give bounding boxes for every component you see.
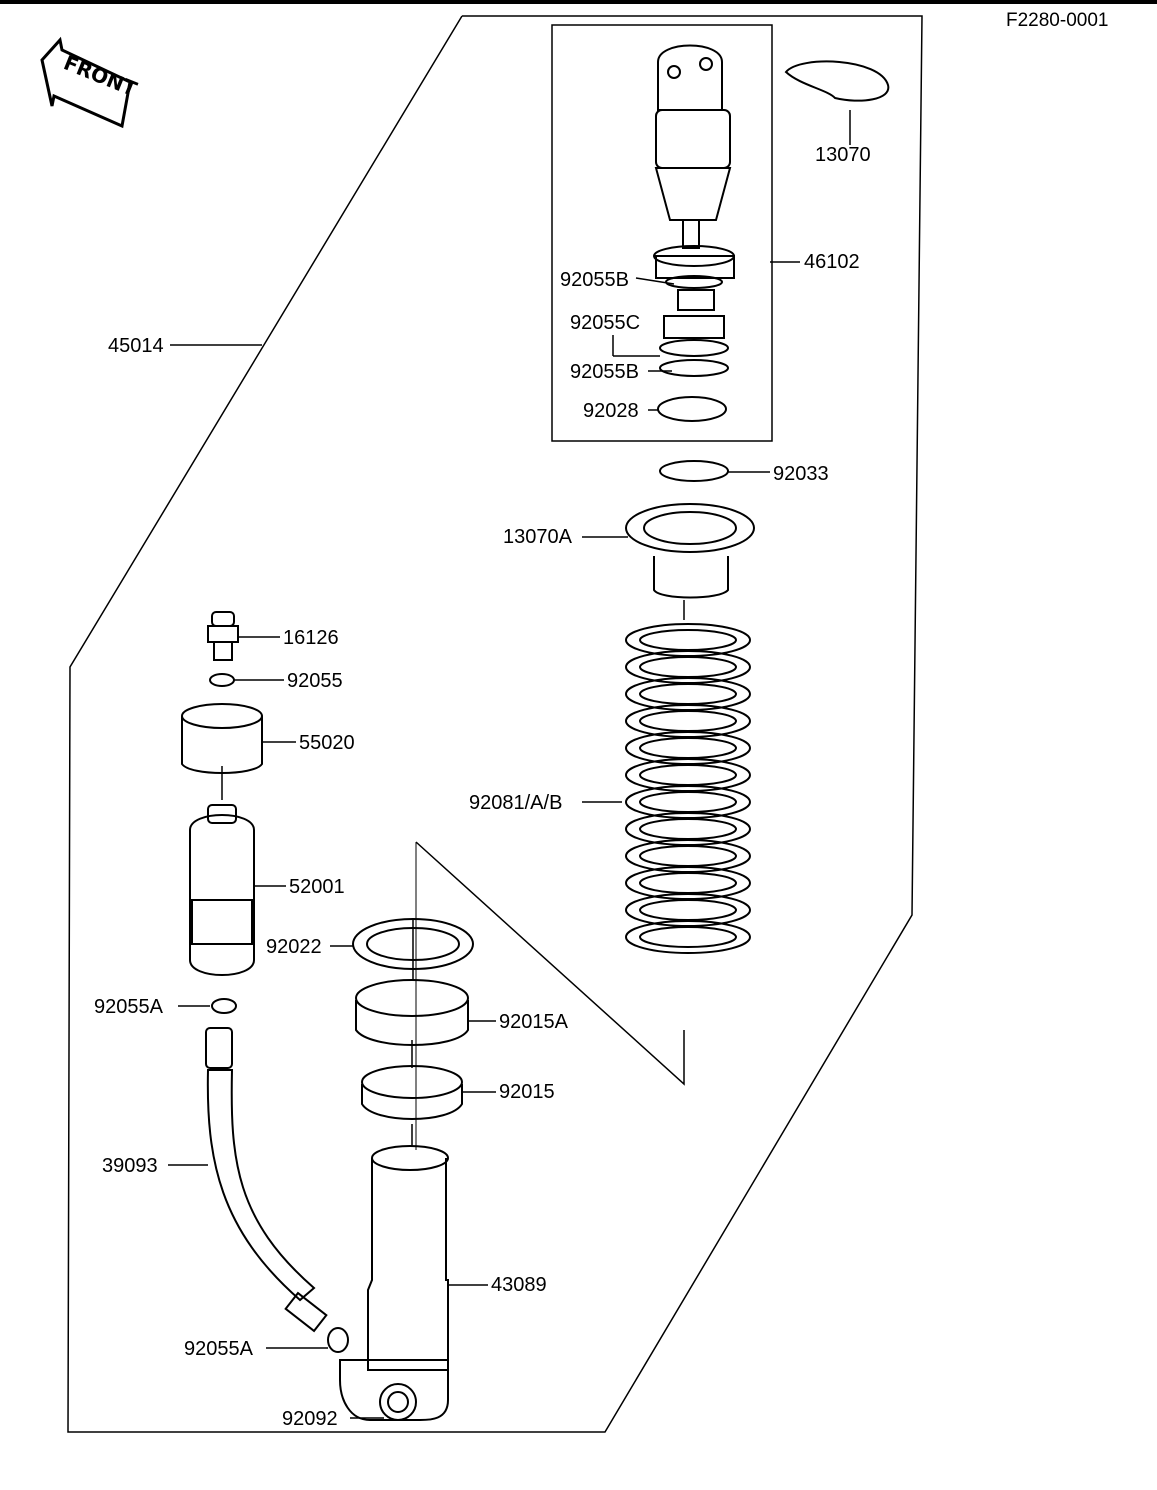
part-label-43089: 43089 [491, 1274, 547, 1296]
spring-coil-inner [639, 710, 737, 732]
shock-body [339, 1145, 449, 1421]
part-label-92028: 92028 [583, 400, 639, 422]
part-label-92015a: 92015A [499, 1011, 568, 1033]
part-label-92055c: 92055C [570, 312, 641, 334]
spring-coil-inner [639, 629, 737, 651]
spring-coil-inner [639, 818, 737, 840]
damper-rod [653, 44, 735, 377]
part-label-92055a-2: 92055A [184, 1338, 253, 1360]
part-label-52001: 52001 [289, 876, 345, 898]
ring-92033 [659, 460, 729, 482]
part-label-92055b-2: 92055B [570, 361, 639, 383]
ring-92055a-lower [327, 1327, 349, 1353]
part-label-92015: 92015 [499, 1081, 555, 1103]
part-label-92022: 92022 [266, 936, 322, 958]
part-label-92081: 92081/A/B [469, 792, 563, 814]
part-label-46102: 46102 [804, 251, 860, 273]
part-label-92055a-1: 92055A [94, 996, 163, 1018]
part-label-92092: 92092 [282, 1408, 338, 1430]
part-label-45014: 45014 [108, 335, 164, 357]
spring-coil [625, 920, 751, 954]
part-label-92033: 92033 [773, 463, 829, 485]
front-arrow-icon: FRONT [40, 36, 141, 129]
ring-92055a-upper [211, 998, 237, 1014]
spring-coil-inner [639, 926, 737, 948]
spring-group-outline [415, 841, 685, 1086]
part-label-13070: 13070 [815, 144, 871, 166]
part-label-92055: 92055 [287, 670, 343, 692]
top-border [0, 0, 1157, 4]
coil-spring [625, 623, 751, 954]
ring-92055 [209, 673, 235, 687]
part-label-55020: 55020 [299, 732, 355, 754]
figure-code: F2280-0001 [1006, 10, 1109, 31]
spring-coil-inner [639, 899, 737, 921]
part-label-16126: 16126 [283, 627, 339, 649]
spring-coil-inner [639, 683, 737, 705]
bleed-valve [207, 611, 239, 661]
spring-seat [625, 503, 755, 599]
assembly-outline [67, 15, 923, 1433]
ring-92028 [657, 396, 727, 422]
spring-coil-inner [639, 872, 737, 894]
part-label-13070a: 13070A [503, 526, 572, 548]
reservoir-hose [205, 1027, 328, 1333]
spring-coil-inner [639, 845, 737, 867]
spring-coil-inner [639, 791, 737, 813]
spring-coil-inner [639, 656, 737, 678]
adjuster-nut-92015 [361, 1065, 463, 1120]
c-clip [784, 60, 890, 102]
reservoir-cap [181, 703, 263, 774]
lock-nut-92015a [355, 979, 469, 1046]
part-label-39093: 39093 [102, 1155, 158, 1177]
damper-rod-box [551, 24, 773, 442]
spring-coil-inner [639, 764, 737, 786]
spring-coil-inner [639, 737, 737, 759]
reservoir-tank [189, 804, 255, 976]
leader-lines [168, 110, 851, 1419]
part-label-92055b-1: 92055B [560, 269, 629, 291]
